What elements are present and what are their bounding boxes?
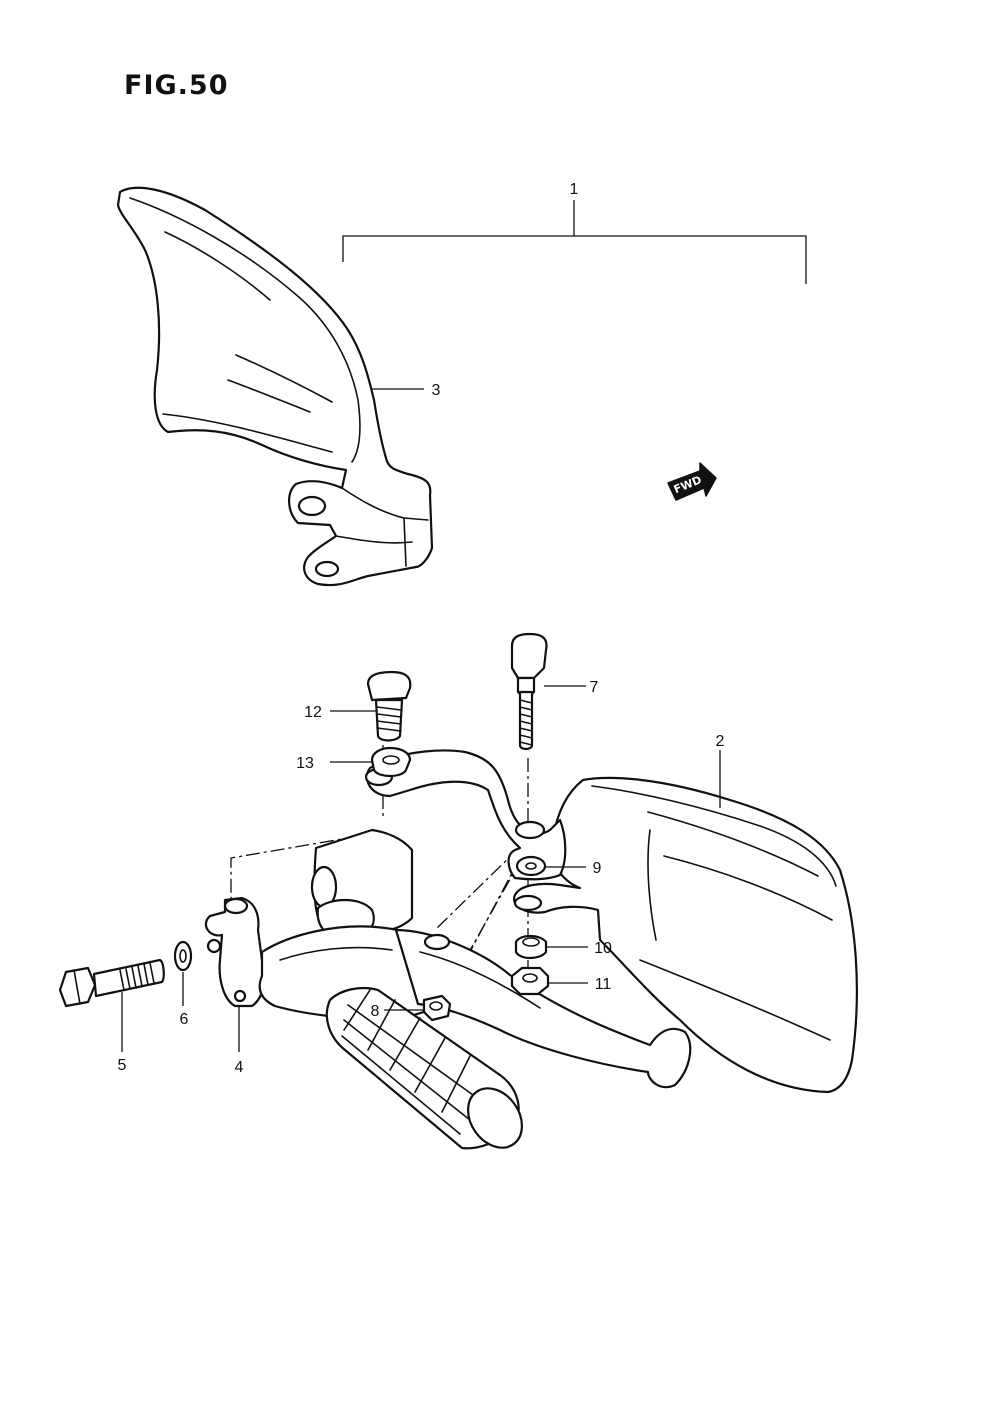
- washer-part-6: [173, 940, 193, 1006]
- callout-labels: 1 2 3 4 5 6 7 8 9 10 11 12 13: [118, 181, 725, 1076]
- collar-part-13: [330, 746, 412, 778]
- hex-bolt-part-5: [58, 958, 165, 1052]
- bracket-mount-hole: [423, 933, 451, 951]
- callout-13: 13: [296, 755, 314, 772]
- callout-12: 12: [304, 704, 322, 721]
- washer-part-9: [515, 855, 586, 877]
- callout-11: 11: [595, 976, 612, 993]
- fwd-direction-arrow-icon: FWD: [667, 462, 717, 501]
- callout-7: 7: [590, 679, 599, 696]
- callout-10: 10: [594, 940, 612, 957]
- callout-4: 4: [235, 1059, 244, 1076]
- short-bolt-part-12: [330, 670, 412, 742]
- callout-5: 5: [118, 1057, 127, 1074]
- part-1-bracket-leader: [342, 200, 807, 284]
- callout-9: 9: [593, 860, 602, 877]
- right-handguard-part-2: [364, 749, 858, 1094]
- callout-2: 2: [716, 733, 725, 750]
- nut-part-11: [510, 966, 588, 996]
- figure-title: FIG.50: [124, 70, 229, 101]
- left-handguard-part-3: [116, 186, 434, 587]
- long-bolt-part-7: [510, 632, 586, 751]
- callout-8: 8: [371, 1003, 380, 1020]
- nut-part-10: [514, 934, 588, 960]
- nut-part-8: [384, 994, 452, 1022]
- callout-6: 6: [180, 1011, 189, 1028]
- callout-1: 1: [570, 181, 579, 198]
- callout-3: 3: [432, 382, 441, 399]
- lever-holder-part-4: [204, 828, 692, 1150]
